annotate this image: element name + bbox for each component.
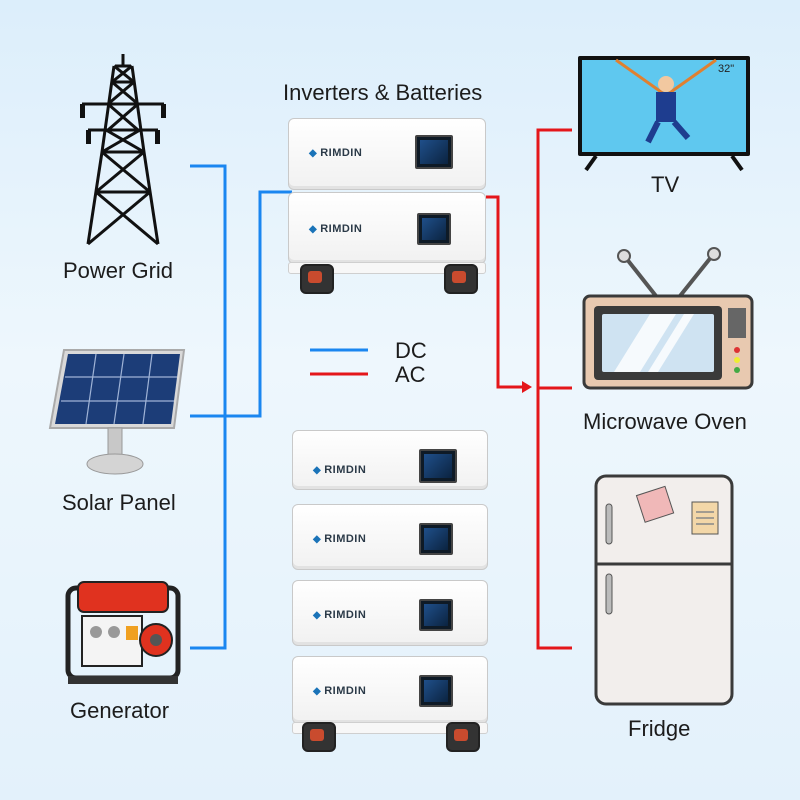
display-screen [415, 135, 453, 169]
generator-icon [65, 581, 181, 684]
display-screen [417, 213, 451, 245]
diagram-title: Inverters & Batteries [283, 80, 483, 105]
tv-size-label: 32" [718, 63, 734, 75]
legend-dc-label: DC [395, 338, 427, 363]
display-screen [419, 599, 453, 631]
bottom-stack: RIMDIN RIMDIN RIMDIN RIMDIN [292, 430, 488, 752]
brand-logo: RIMDIN [309, 223, 362, 235]
ac-arrow-head [522, 381, 532, 393]
stack-unit: RIMDIN [292, 656, 488, 724]
solar-panel-icon [48, 349, 186, 475]
dc-line-power-grid [190, 164, 227, 650]
display-screen [419, 675, 453, 707]
dc-line-solar-panel [190, 190, 292, 418]
legend-ac-label: AC [395, 362, 426, 387]
display-screen [419, 449, 457, 483]
ac-wiring [486, 128, 572, 650]
generator-label: Generator [70, 698, 170, 723]
brand-logo: RIMDIN [313, 685, 366, 697]
stack-base [292, 722, 488, 734]
tv-label: TV [651, 172, 680, 197]
caster-wheel [444, 264, 478, 294]
stack-unit: RIMDIN [292, 504, 488, 570]
tv-icon: 32" [578, 56, 750, 172]
top-stack: RIMDIN RIMDIN [288, 118, 486, 294]
stack-unit: RIMDIN [292, 430, 488, 490]
power-grid-label: Power Grid [63, 258, 174, 283]
brand-logo: RIMDIN [313, 609, 366, 621]
stack-unit: RIMDIN [288, 118, 486, 190]
caster-wheel [300, 264, 334, 294]
fridge-label: Fridge [628, 716, 691, 741]
caster-wheel [302, 722, 336, 752]
stack-unit: RIMDIN [288, 192, 486, 264]
microwave-oven-label: Microwave Oven [583, 409, 747, 434]
fridge-icon [594, 474, 734, 706]
microwave-icon [582, 247, 754, 390]
display-screen [419, 523, 453, 555]
stack-unit: RIMDIN [292, 580, 488, 646]
brand-logo: RIMDIN [313, 533, 366, 545]
brand-logo: RIMDIN [313, 464, 366, 476]
ac-line-inverter [486, 195, 522, 389]
power-tower-icon [80, 54, 166, 246]
brand-logo: RIMDIN [309, 147, 362, 159]
stack-base [288, 262, 486, 274]
dc-wiring [190, 164, 292, 650]
solar-panel-label: Solar Panel [62, 490, 176, 515]
caster-wheel [446, 722, 480, 752]
